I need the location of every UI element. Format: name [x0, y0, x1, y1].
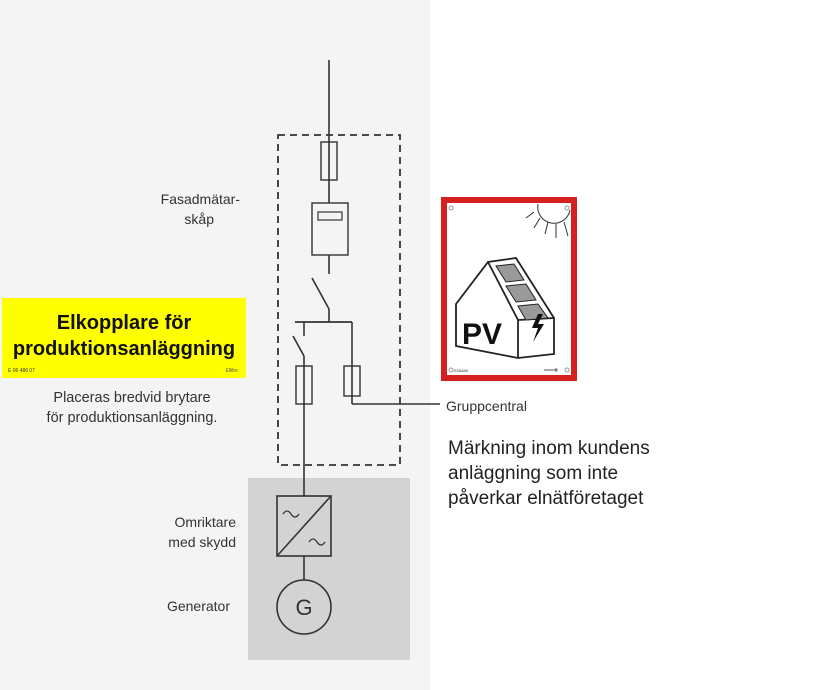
meter-cabinet-label: Fasadmätar- skåp — [110, 189, 240, 229]
customer-marking-note-line1: Märkning inom kundens — [448, 438, 650, 459]
meter-icon — [311, 202, 349, 256]
inverter-label: Omriktare med skydd — [100, 512, 236, 552]
pv-sign: PV E06486 — [440, 196, 578, 382]
placement-note: Placeras bredvid brytare för produktions… — [16, 388, 248, 428]
pv-sign-code: E06486 — [454, 368, 469, 373]
placement-note-line2: för produktionsanläggning. — [46, 410, 218, 426]
switch-sign-brand: Ellifor — [225, 368, 238, 374]
pv-sign-text: PV — [462, 318, 502, 351]
switch-sign-line1: Elkopplare för — [56, 312, 192, 334]
customer-marking-note: Märkning inom kundens anläggning som int… — [448, 436, 650, 511]
customer-marking-note-line3: påverkar elnätföretaget — [448, 488, 644, 509]
lightning-icon — [532, 314, 544, 342]
house-icon — [455, 257, 555, 359]
sun-icon — [525, 203, 571, 238]
placement-note-line1: Placeras bredvid brytare — [53, 390, 211, 406]
group-panel-label: Gruppcentral — [446, 398, 527, 414]
meter-cabinet-dashed-box — [277, 134, 401, 466]
meter-cabinet-label-line1: Fasadmätar- — [160, 191, 240, 207]
generator-label: Generator — [166, 598, 230, 614]
inverter-label-line1: Omriktare — [174, 514, 236, 530]
customer-marking-note-line2: anläggning som inte — [448, 463, 619, 484]
inverter-icon — [276, 495, 332, 557]
pv-sign-border — [441, 197, 577, 381]
switch-sign: Elkopplare för produktionsanläggning E 0… — [2, 298, 246, 378]
switch-sign-line2: produktionsanläggning — [12, 338, 236, 360]
inverter-label-line2: med skydd — [168, 534, 236, 550]
branch-switch-icon — [292, 335, 305, 357]
meter-cabinet-label-line2: skåp — [184, 211, 214, 227]
key-icon — [544, 368, 558, 372]
generator-icon — [276, 579, 332, 635]
switch-sign-code: E 06 486 07 — [8, 368, 35, 374]
generator-symbol: G — [295, 595, 312, 620]
inverter-generator-area — [248, 478, 410, 660]
switch-icon — [311, 277, 330, 310]
